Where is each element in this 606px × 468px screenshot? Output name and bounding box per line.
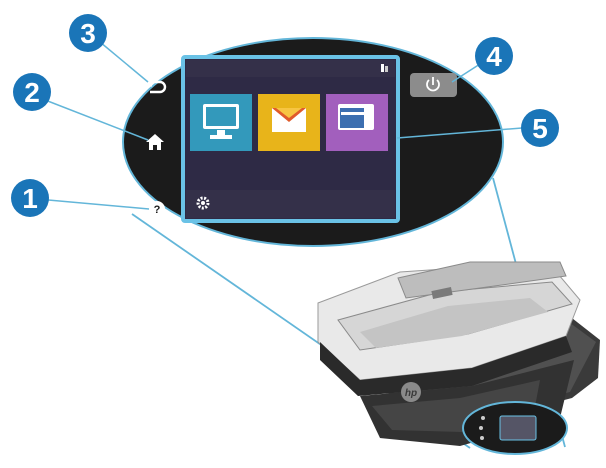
- callout-3: 3: [69, 14, 107, 52]
- callout-2-leader: [39, 97, 149, 141]
- svg-text:2: 2: [24, 77, 40, 108]
- callout-4-leader: [451, 63, 481, 83]
- callout-4: 4: [475, 37, 513, 75]
- help-button[interactable]: ?: [149, 201, 165, 217]
- callout-5: 5: [521, 109, 559, 147]
- folder-icon: [338, 104, 374, 130]
- tile-computer[interactable]: [190, 94, 252, 151]
- network-icon: [381, 64, 388, 72]
- tile-folder[interactable]: [326, 94, 388, 151]
- screen-bottom-bar: [186, 190, 395, 218]
- callout-2: 2: [13, 73, 51, 111]
- svg-text:1: 1: [22, 183, 38, 214]
- scanner-illustration: hp: [317, 261, 600, 455]
- svg-text:5: 5: [532, 113, 548, 144]
- screen-title-bar: [186, 60, 395, 77]
- svg-text:4: 4: [486, 41, 502, 72]
- envelope-icon: [272, 108, 306, 132]
- svg-text:?: ?: [154, 204, 161, 216]
- home-button[interactable]: [146, 134, 164, 150]
- power-icon: [426, 77, 440, 92]
- callout-1: 1: [11, 179, 49, 217]
- touchscreen[interactable]: [181, 55, 400, 223]
- tile-email[interactable]: [258, 94, 320, 151]
- help-icon: [149, 201, 165, 217]
- computer-monitor-icon: [203, 104, 239, 139]
- home-icon: [146, 134, 164, 150]
- svg-text:3: 3: [80, 18, 96, 49]
- callout-1-leader: [36, 198, 150, 210]
- power-button[interactable]: [410, 73, 457, 97]
- callout-5-leader: [396, 127, 523, 139]
- gear-icon[interactable]: [196, 196, 210, 210]
- back-arrow-icon: [150, 80, 167, 94]
- brand-logo: [401, 382, 421, 402]
- back-button[interactable]: [146, 77, 167, 94]
- callout-3-leader: [99, 41, 149, 83]
- svg-text:hp: hp: [405, 388, 417, 399]
